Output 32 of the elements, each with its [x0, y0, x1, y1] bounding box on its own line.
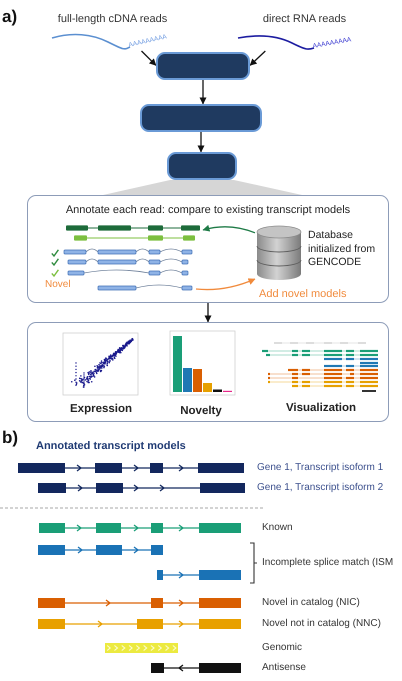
category-label: Antisense [262, 662, 306, 674]
process-box [140, 104, 262, 132]
panel-letter: b) [2, 428, 18, 448]
isoform-label: Gene 1, Transcript isoform 1 [257, 462, 384, 474]
plot-caption: Novelty [179, 405, 223, 418]
category-label: Genomic [262, 642, 302, 654]
arrow [200, 80, 206, 104]
isoform-label: Gene 1, Transcript isoform 2 [257, 482, 384, 494]
zoom-wedge [103, 180, 302, 195]
read-label: direct RNA reads [262, 13, 348, 26]
annotation-panel [27, 195, 389, 303]
process-box [167, 152, 237, 180]
plot-caption: Expression [69, 403, 133, 416]
arrow [196, 278, 256, 290]
arrow [204, 303, 212, 322]
category-label: Known [262, 522, 293, 534]
section-title: Annotated transcript models [36, 440, 186, 453]
panel-title: Annotate each read: compare to existing transcript models [64, 204, 352, 217]
plot-caption: Visualization [284, 402, 358, 416]
category-label: Incomplete splice match (ISM [262, 557, 394, 568]
novel-label: Novel [45, 279, 71, 290]
results-panel [27, 322, 389, 422]
arrow [202, 224, 256, 234]
database-label: Database initialized from GENCODE [308, 229, 376, 270]
category-label: Novel in catalog (NIC) [262, 597, 360, 608]
arrow [141, 50, 156, 66]
arrow [198, 132, 204, 152]
read-label: full-length cDNA reads [56, 13, 168, 26]
arrow [250, 50, 266, 66]
process-box [156, 52, 250, 80]
category-label: Novel not in catalog (NNC) [262, 618, 381, 630]
panel-letter: a) [2, 7, 18, 27]
